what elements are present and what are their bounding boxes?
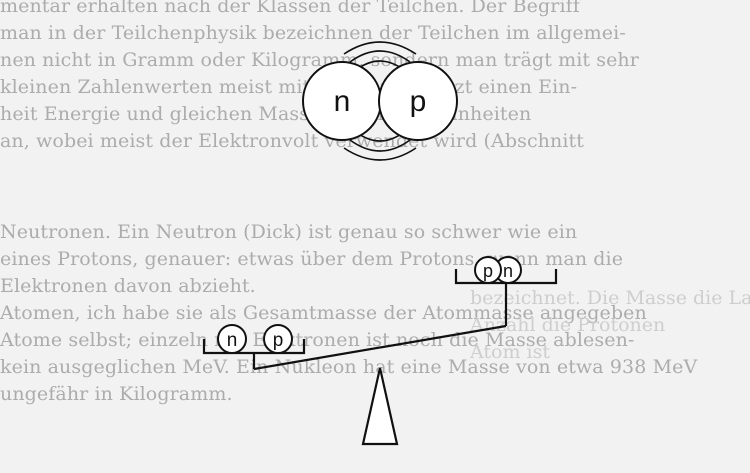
- scale-fulcrum: [363, 368, 397, 444]
- right-neutron-label: n: [503, 261, 513, 281]
- scale-beam: [254, 326, 506, 369]
- left-proton-label: p: [273, 330, 284, 351]
- left-neutron-label: n: [227, 330, 238, 351]
- deuteron-nucleus: [303, 42, 457, 160]
- balance-scale: [204, 269, 556, 444]
- proton-label: p: [410, 85, 427, 118]
- neutron-label: n: [334, 85, 351, 118]
- right-pan-particles: [475, 257, 521, 283]
- right-proton-label: p: [483, 261, 493, 281]
